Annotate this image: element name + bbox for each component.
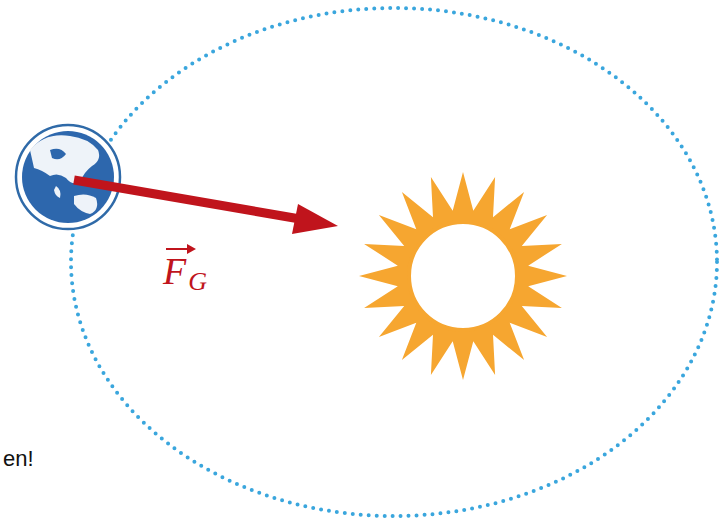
sun-symbol	[359, 172, 567, 380]
earth-globe	[16, 125, 120, 229]
gravity-force-arrow	[74, 180, 338, 234]
force-label: FG	[163, 252, 207, 295]
force-subscript: G	[188, 267, 207, 296]
note-text: en!	[3, 448, 34, 470]
force-symbol: F	[163, 250, 186, 292]
orbit-path	[71, 8, 717, 516]
